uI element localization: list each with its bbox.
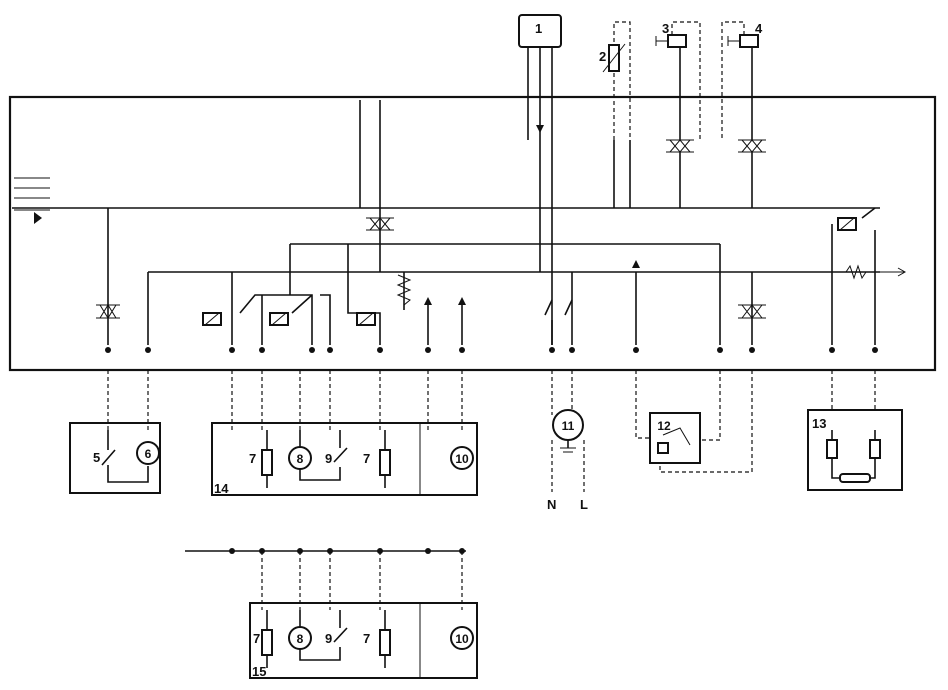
component-3-valve: 3: [655, 21, 701, 140]
callout-8a: 8: [297, 452, 304, 466]
component-5-6-module: 5 6: [69, 370, 161, 494]
component-12-door-lock: 12: [635, 370, 753, 473]
component-13-heater: 13: [807, 370, 903, 491]
callout-13: 13: [812, 416, 826, 431]
callout-2: 2: [599, 49, 606, 64]
control-board-frame: [8, 95, 937, 372]
component-4-valve: 4: [721, 21, 763, 140]
component-11-power-motor: 11 N L: [547, 370, 588, 512]
callout-8b: 8: [297, 632, 304, 646]
callout-7b: 7: [363, 451, 370, 466]
callout-11: 11: [562, 419, 575, 433]
component-1-connector: 1: [518, 14, 562, 140]
lower-bus: [185, 548, 466, 554]
callout-15: 15: [252, 664, 266, 679]
callout-5: 5: [93, 450, 100, 465]
component-15-motor-module: 7 8 9 7 10 15: [249, 551, 478, 679]
callout-7a: 7: [249, 451, 256, 466]
callout-1: 1: [535, 21, 542, 36]
callout-7c: 7: [253, 631, 260, 646]
callout-4: 4: [755, 21, 763, 36]
component-14-motor-module: 7 8 9 7 10 14: [211, 370, 478, 496]
component-2-thermistor: 2: [599, 21, 631, 140]
terminal-l: L: [580, 497, 588, 512]
callout-9b: 9: [325, 631, 332, 646]
callout-12: 12: [657, 419, 671, 433]
callout-10b: 10: [455, 632, 469, 646]
board-internal-wiring: [12, 100, 907, 353]
terminal-n: N: [547, 497, 556, 512]
callout-14: 14: [214, 481, 229, 496]
callout-6: 6: [145, 447, 152, 461]
callout-3: 3: [662, 21, 669, 36]
callout-10a: 10: [455, 452, 469, 466]
callout-7d: 7: [363, 631, 370, 646]
callout-9a: 9: [325, 451, 332, 466]
